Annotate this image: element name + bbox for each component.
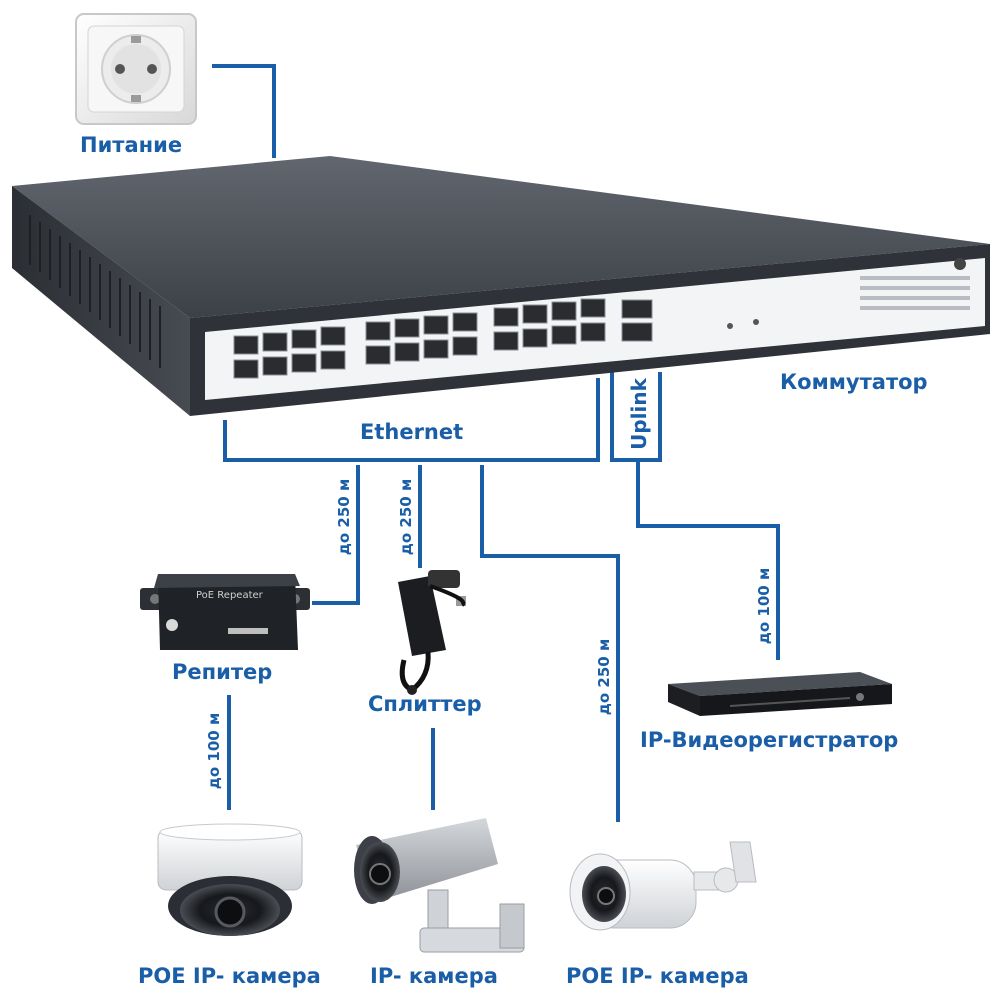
ethernet-port [452,336,478,356]
ethernet-port [580,298,606,318]
ethernet-port [551,325,577,345]
ethernet-port [365,345,391,365]
ethernet-port [522,304,548,324]
ethernet-port [320,350,346,370]
ethernet-ports [233,298,606,379]
ethernet-port [233,335,259,355]
label-switch: Коммутатор [780,370,928,394]
splitter-device [398,570,466,695]
distance-repeater-camera: до 100 м [205,712,224,790]
label-uplink: Uplink [626,378,651,450]
label-splitter: Сплиттер [368,692,482,716]
uplink-ports [621,299,653,342]
distance-switch-repeater: до 250 м [335,478,354,556]
ethernet-port [365,321,391,341]
ethernet-port [580,322,606,342]
dome-camera-icon [157,823,303,936]
ethernet-port [423,315,449,335]
switch-vents [29,215,161,368]
ethernet-port [522,328,548,348]
ethernet-port [262,356,288,376]
ethernet-port [262,332,288,352]
box-camera-icon [354,818,525,953]
label-repeater: Репитер [172,660,273,684]
distance-switch-poe-camera: до 250 м [595,638,614,716]
status-leds [727,258,970,329]
connection-lines [212,64,780,822]
ethernet-port [452,312,478,332]
ethernet-port [394,342,420,362]
bullet-camera-icon [569,841,757,931]
label-camera-poe-dome: POE IP- камера [138,964,321,988]
ethernet-port [423,339,449,359]
ethernet-port [291,329,317,349]
power-line [212,64,276,158]
ethernet-port [493,331,519,351]
distance-uplink-nvr: до 100 м [755,567,774,645]
switch-device [12,156,990,416]
distance-switch-splitter: до 250 м [397,478,416,556]
ethernet-port [291,353,317,373]
repeater-title: PoE Repeater [196,590,264,601]
ethernet-port [394,318,420,338]
line-to-nvr [636,460,780,660]
label-nvr: IP-Видеорегистратор [640,728,899,752]
label-camera-poe-bullet: POE IP- камера [566,964,749,988]
label-power: Питание [80,133,183,157]
label-ethernet: Ethernet [360,420,464,444]
ethernet-port [320,326,346,346]
label-camera-ip: IP- камера [370,964,498,988]
ethernet-port [493,307,519,327]
line-to-poe-camera [480,465,620,822]
ethernet-port [551,301,577,321]
nvr-device [668,672,892,716]
repeater-device: PoE Repeater [140,574,310,650]
line-to-repeater [312,465,360,605]
ethernet-port [233,359,259,379]
power-socket-icon [75,13,197,125]
ethernet-bracket [223,378,600,462]
